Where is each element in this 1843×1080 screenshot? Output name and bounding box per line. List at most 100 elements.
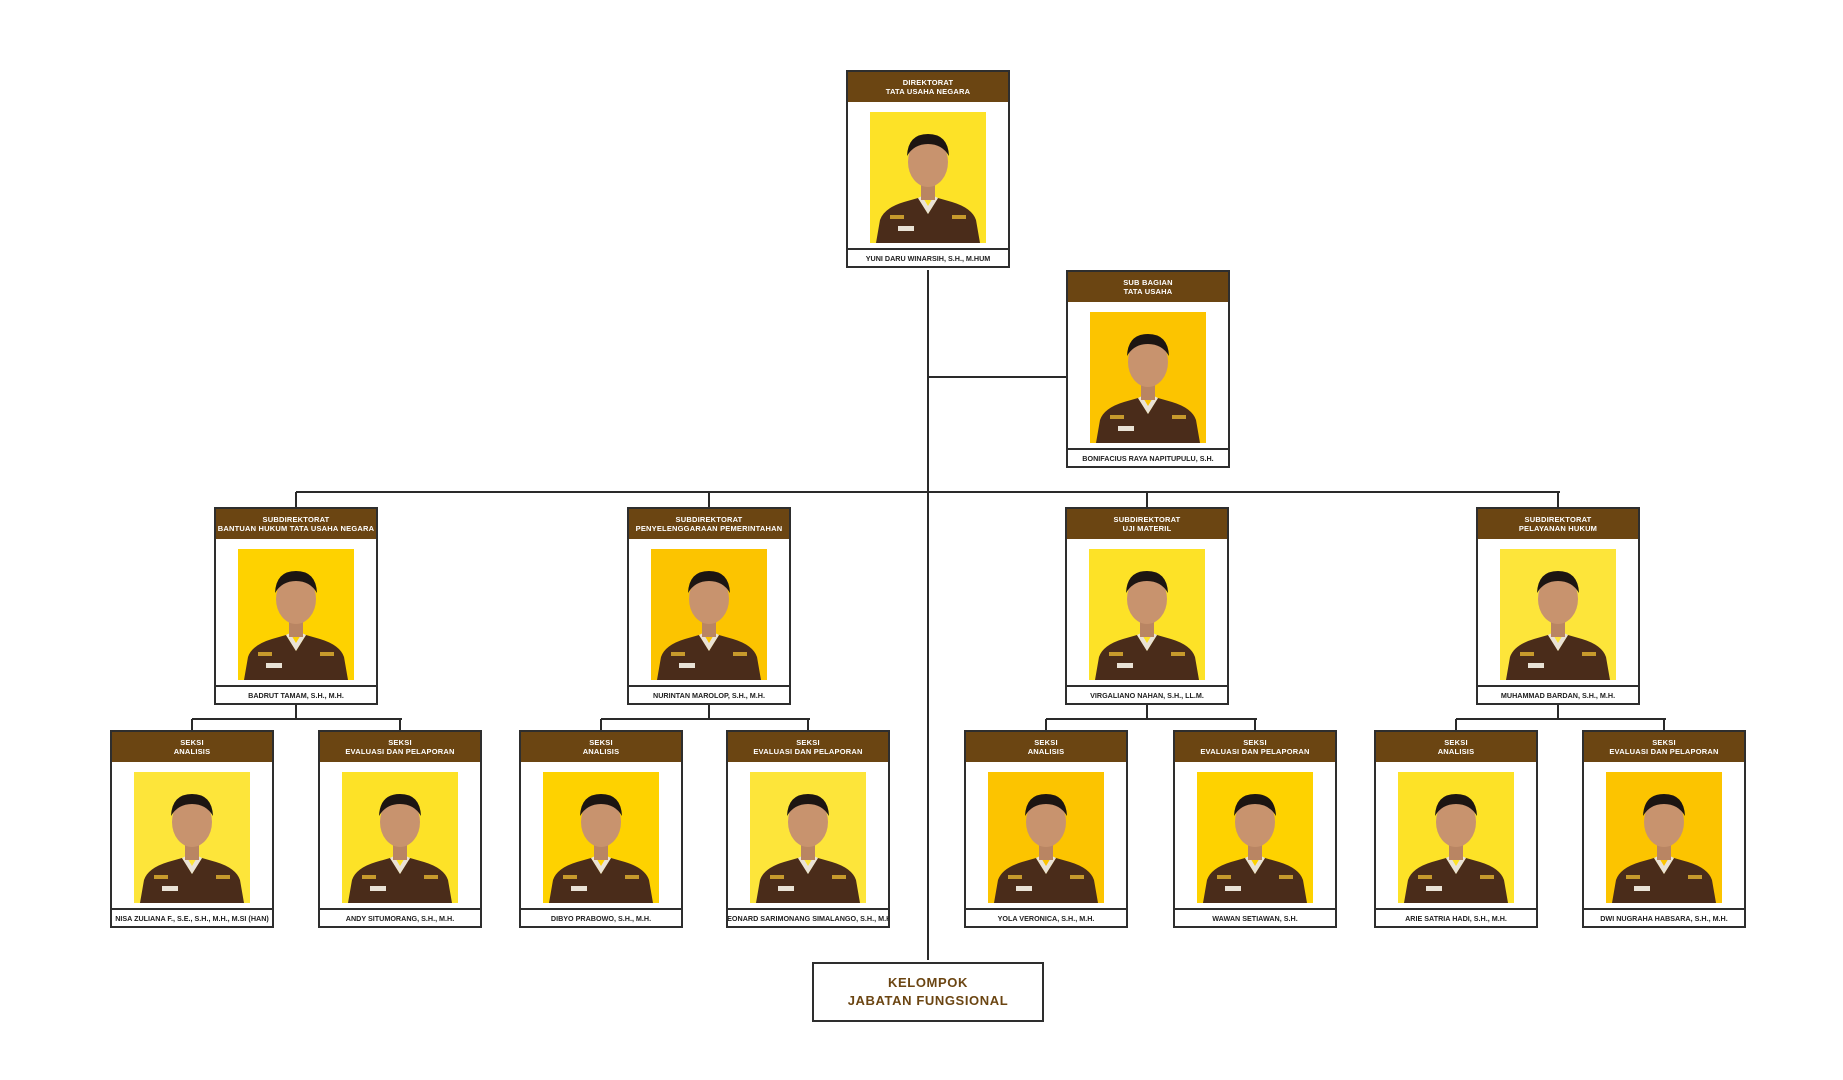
connector-vertical [927,270,929,960]
unit-title-line: ANALISIS [1437,747,1475,756]
unit-title-line: EVALUASI DAN PELAPORAN [345,747,455,756]
unit-title-line: SEKSI [589,737,613,747]
official-photo [134,772,250,903]
connector-horizontal [1046,718,1257,720]
connector-vertical [807,719,809,730]
connector-vertical [708,705,710,719]
official-photo [750,772,866,903]
unit-title-line: SEKSI [796,737,820,747]
official-name: DWI NUGRAHA HABSARA, S.H., M.H. [1584,908,1744,926]
connector-vertical [600,719,602,730]
unit-title-line: SUBDIREKTORAT [1524,514,1592,524]
connector-vertical [1557,705,1559,719]
official-photo [870,112,986,243]
official-name: VIRGALIANO NAHAN, S.H., LL.M. [1067,685,1227,703]
person-silhouette-icon [750,772,866,903]
unit-title-line: ANALISIS [1027,747,1065,756]
official-photo [988,772,1104,903]
connector-horizontal [601,718,810,720]
unit-title-line: EVALUASI DAN PELAPORAN [1200,747,1310,756]
official-name: ANDY SITUMORANG, S.H., M.H. [320,908,480,926]
unit-title-line: SEKSI [1034,737,1058,747]
person-silhouette-icon [1197,772,1313,903]
official-photo [342,772,458,903]
unit-title-line: SEKSI [1652,737,1676,747]
official-photo [1197,772,1313,903]
connector-vertical [1146,492,1148,507]
connector-vertical [1663,719,1665,730]
official-photo [238,549,354,680]
person-silhouette-icon [1606,772,1722,903]
connector-vertical [708,492,710,507]
unit-title-line: PELAYANAN HUKUM [1518,524,1598,533]
unit-title-line: ANALISIS [173,747,211,756]
official-photo [543,772,659,903]
unit-title-line: SUBDIREKTORAT [675,514,743,524]
person-silhouette-icon [651,549,767,680]
official-name: ARIE SATRIA HADI, S.H., M.H. [1376,908,1536,926]
unit-title-line: ANALISIS [582,747,620,756]
unit-title-line: SEKSI [1444,737,1468,747]
person-silhouette-icon [870,112,986,243]
connector-horizontal [928,376,1066,378]
person-silhouette-icon [342,772,458,903]
connector-vertical [1557,492,1559,507]
person-silhouette-icon [1090,312,1206,443]
connector-vertical [399,719,401,730]
official-name: LEONARD SARIMONANG SIMALANGO, S.H., M.H. [728,908,888,926]
connector-vertical [1254,719,1256,730]
unit-title-line: SUBDIREKTORAT [1113,514,1181,524]
person-silhouette-icon [1089,549,1205,680]
functional-group-line: KELOMPOK [888,975,968,990]
person-silhouette-icon [134,772,250,903]
connector-horizontal [1456,718,1666,720]
person-silhouette-icon [988,772,1104,903]
official-photo [1500,549,1616,680]
official-photo [1398,772,1514,903]
official-name: WAWAN SETIAWAN, S.H. [1175,908,1335,926]
official-photo [651,549,767,680]
unit-title-line: SEKSI [1243,737,1267,747]
official-name: DIBYO PRABOWO, S.H., M.H. [521,908,681,926]
unit-title-line: SUB BAGIAN [1123,277,1173,287]
official-name: YOLA VERONICA, S.H., M.H. [966,908,1126,926]
unit-title-line: PENYELENGGARAAN PEMERINTAHAN [635,524,783,533]
connector-vertical [1146,705,1148,719]
connector-vertical [295,492,297,507]
official-name: BONIFACIUS RAYA NAPITUPULU, S.H. [1068,448,1228,466]
official-photo [1606,772,1722,903]
official-name: MUHAMMAD BARDAN, S.H., M.H. [1478,685,1638,703]
official-photo [1090,312,1206,443]
person-silhouette-icon [543,772,659,903]
unit-title-line: TATA USAHA NEGARA [885,87,971,96]
official-photo [1089,549,1205,680]
official-name: YUNI DARU WINARSIH, S.H., M.Hum [848,248,1008,266]
unit-title-line: UJI MATERIL [1122,524,1172,533]
